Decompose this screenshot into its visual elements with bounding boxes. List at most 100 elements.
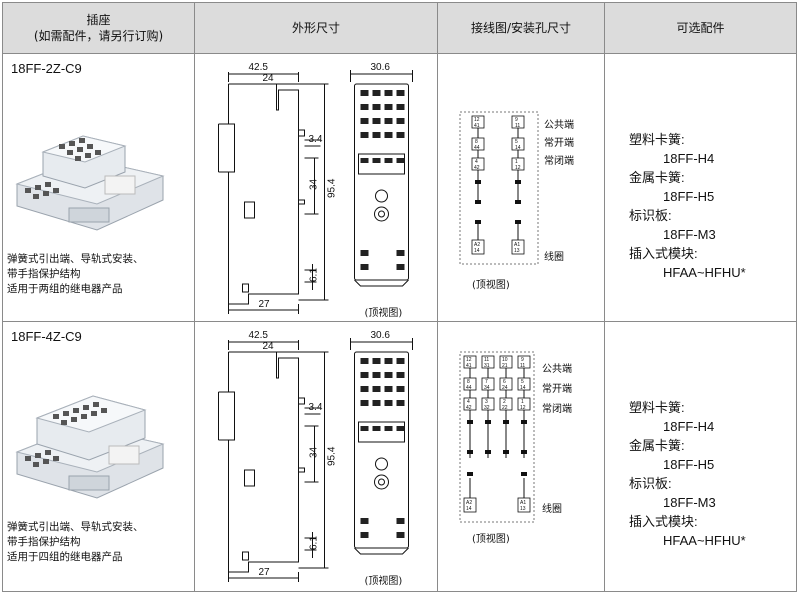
pin-label: 5 (521, 379, 524, 385)
accessory-label: 插入式模块: (629, 246, 698, 261)
pin-label: 11 (520, 363, 525, 369)
wiring-diagram: 12 41 9 11 8 44 5 14 4 42 1 12 A2 14 A1 … (459, 111, 574, 291)
accessory-list: 塑料卡簧: 18FF-H4 金属卡簧: 18FF-H5 标识板: 18FF-M3… (629, 398, 746, 550)
pin-label: 12 (466, 357, 472, 363)
description-line: 带手指保护结构 (7, 536, 81, 548)
socket-photo (15, 135, 165, 231)
accessory-label: 插入式模块: (629, 514, 698, 529)
legend-common: 公共端 (544, 118, 574, 131)
dim-mid-height: 34 (309, 446, 320, 458)
pin-label: A2 (466, 500, 472, 506)
header-socket-note: (如需配件，请另行订购) (33, 29, 164, 43)
description-line: 带手指保护结构 (7, 268, 81, 280)
accessory-value: 18FF-M3 (663, 227, 716, 242)
top-view-label: (顶视图) (365, 574, 403, 587)
socket-description: 弹簧式引出端、导轨式安装、 带手指保护结构 适用于两组的继电器产品 (7, 252, 144, 297)
pin-label: 8 (475, 139, 478, 145)
pin-label: 32 (484, 405, 490, 411)
pin-label: 9 (515, 117, 518, 123)
legend-coil: 线圈 (542, 502, 562, 515)
pin-label: 14 (515, 145, 521, 151)
product-row: 18FF-2Z-C9 弹簧式引出端、导轨式安装、 带手指保护结构 (2, 53, 797, 322)
pin-label: 44 (466, 385, 472, 391)
dim-total-width: 42.5 (249, 62, 269, 73)
pin-label: 34 (484, 385, 490, 391)
pin-label: 2 (503, 399, 506, 405)
pin-label: 6 (503, 379, 506, 385)
dim-low-height: 6.1 (309, 536, 320, 550)
accessory-value: 18FF-M3 (663, 495, 716, 510)
model-number: 18FF-2Z-C9 (11, 61, 82, 76)
dimension-drawing: 42.5 24 30.6 3.4 34 95.4 6.1 27 (顶视图) (218, 330, 413, 587)
pin-label: 4 (475, 159, 478, 165)
pin-label: 12 (474, 117, 480, 123)
description-line: 适用于两组的继电器产品 (7, 283, 123, 295)
pin-label: 12 (520, 405, 526, 411)
dim-front-width: 30.6 (371, 62, 391, 73)
pin-label: 11 (515, 123, 520, 129)
pin-label: 42 (466, 405, 472, 411)
pin-label: 44 (474, 145, 480, 151)
accessories-cell: 塑料卡簧: 18FF-H4 金属卡簧: 18FF-H5 标识板: 18FF-M3… (604, 321, 797, 592)
pin-label: 13 (520, 506, 526, 512)
pin-label: A1 (520, 500, 526, 506)
pin-label: 10 (502, 357, 508, 363)
header-socket: 插座 (如需配件，请另行订购) (2, 2, 195, 54)
socket-photo (15, 395, 165, 499)
pin-label: 13 (514, 248, 520, 254)
top-view-label: (顶视图) (365, 306, 403, 319)
pin-label: 41 (474, 123, 480, 129)
wiring-cell: 12 41 11 31 10 21 9 11 8 44 7 34 6 24 5 … (437, 321, 605, 592)
legend-normally-open: 常开端 (544, 136, 574, 149)
dim-base-width: 27 (259, 567, 271, 578)
pin-label: 14 (520, 385, 526, 391)
wiring-cell: 12 41 9 11 8 44 5 14 4 42 1 12 A2 14 A1 … (437, 53, 605, 322)
accessory-value: HFAA~HFHU* (663, 533, 746, 548)
pin-label: A2 (474, 242, 480, 248)
socket-cell: 18FF-2Z-C9 弹簧式引出端、导轨式安装、 带手指保护结构 (2, 53, 195, 322)
pin-label: 11 (484, 357, 489, 363)
model-number: 18FF-4Z-C9 (11, 329, 82, 344)
pin-label: 24 (502, 385, 508, 391)
dim-total-height: 95.4 (327, 446, 338, 466)
pin-label: 9 (521, 357, 524, 363)
accessory-label: 标识板: (629, 208, 672, 223)
dim-total-height: 95.4 (327, 178, 338, 198)
legend-common: 公共端 (542, 362, 572, 375)
pin-label: 42 (474, 165, 480, 171)
socket-cell: 18FF-4Z-C9 弹簧式引出端、导轨式安装、 带手指保护结构 适用于四组的 (2, 321, 195, 592)
socket-description: 弹簧式引出端、导轨式安装、 带手指保护结构 适用于四组的继电器产品 (7, 520, 144, 565)
pin-label: 1 (521, 399, 524, 405)
pin-label: 8 (467, 379, 470, 385)
legend-normally-open: 常开端 (542, 382, 572, 395)
accessories-cell: 塑料卡簧: 18FF-H4 金属卡簧: 18FF-H5 标识板: 18FF-M3… (604, 53, 797, 322)
pin-label: 1 (515, 159, 518, 165)
dim-total-width: 42.5 (249, 330, 269, 341)
pin-label: 31 (484, 363, 490, 369)
pin-label: 4 (467, 399, 470, 405)
accessory-value: 18FF-H5 (663, 189, 715, 204)
accessory-label: 塑料卡簧: (629, 132, 685, 147)
pin-label: 12 (515, 165, 521, 171)
accessory-list: 塑料卡簧: 18FF-H4 金属卡簧: 18FF-H5 标识板: 18FF-M3… (629, 130, 746, 282)
description-line: 适用于四组的继电器产品 (7, 551, 123, 563)
dim-mid-height: 34 (309, 178, 320, 190)
header-dimensions: 外形尺寸 (194, 2, 438, 54)
legend-normally-closed: 常闭端 (542, 402, 572, 415)
legend-normally-closed: 常闭端 (544, 154, 574, 167)
wiring-diagram: 12 41 11 31 10 21 9 11 8 44 7 34 6 24 5 … (459, 351, 572, 545)
accessory-value: 18FF-H5 (663, 457, 715, 472)
header-accessories: 可选配件 (604, 2, 797, 54)
dimension-cell: 42.5 24 30.6 3.4 34 95.4 6.1 27 (顶视图) (194, 53, 438, 322)
pin-label: 14 (474, 248, 480, 254)
dim-low-height: 6.1 (309, 268, 320, 282)
accessory-value: 18FF-H4 (663, 151, 715, 166)
dimension-cell: 42.5 24 30.6 3.4 34 95.4 6.1 27 (顶视图) (194, 321, 438, 592)
accessory-label: 塑料卡簧: (629, 400, 685, 415)
accessory-value: HFAA~HFHU* (663, 265, 746, 280)
dim-inner-width: 24 (263, 341, 275, 352)
legend-coil: 线圈 (544, 250, 564, 263)
pin-label: 41 (466, 363, 472, 369)
dim-inner-width: 24 (263, 73, 275, 84)
